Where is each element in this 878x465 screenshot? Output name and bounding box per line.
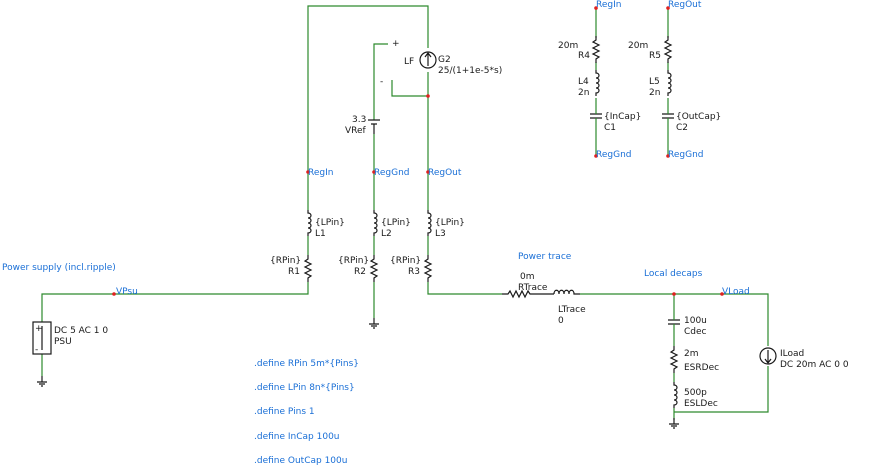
c1-name: C1 <box>604 123 616 133</box>
g2-tag: LF <box>404 57 414 67</box>
directive-lpin: .define LPin 8n*{Pins} <box>254 383 355 393</box>
directive-incap: .define InCap 100u <box>254 432 340 442</box>
label-power-supply: Power supply (incl.ripple) <box>2 263 116 273</box>
r3-name: R3 <box>408 267 420 277</box>
c1-capacitor <box>590 110 602 130</box>
directive-outcap: .define OutCap 100u <box>254 456 347 465</box>
ground-icon <box>668 417 680 429</box>
c2-name: C2 <box>676 123 688 133</box>
net-regout-top: RegOut <box>668 0 702 10</box>
r3-value: {RPin} <box>390 256 421 266</box>
esrdec-resistor <box>670 345 678 374</box>
r1-name: R1 <box>288 267 300 277</box>
ltrace-name: LTrace <box>558 305 586 315</box>
net-vpsu: VPsu <box>116 287 138 297</box>
l3-inductor <box>427 209 432 237</box>
wires <box>41 5 769 413</box>
net-vload: VLoad <box>722 287 750 297</box>
svg-text:+: + <box>35 324 43 334</box>
c2-capacitor <box>662 110 674 130</box>
psu-name: PSU <box>54 337 72 347</box>
l2-name: L2 <box>381 229 392 239</box>
l4-value: 2n <box>578 88 589 98</box>
svg-text:-: - <box>35 345 38 355</box>
cdec-name: Cdec <box>684 327 707 337</box>
net-reggnd-c1: RegGnd <box>596 150 632 160</box>
l2-value: {LPin} <box>381 218 411 228</box>
rtrace-name: RTrace <box>518 283 548 293</box>
label-power-trace: Power trace <box>518 252 572 262</box>
vref-name: VRef <box>345 126 367 136</box>
l1-name: L1 <box>315 229 326 239</box>
l2-inductor <box>373 209 378 237</box>
r4-name: R4 <box>578 51 590 61</box>
r2-resistor <box>370 254 378 283</box>
ground-icon <box>36 375 48 387</box>
iload-value: DC 20m AC 0 0 <box>780 360 849 370</box>
net-reggnd: RegGnd <box>374 168 410 178</box>
vref-source <box>368 119 380 134</box>
esldec-value: 500p <box>684 388 707 398</box>
esrdec-value: 2m <box>684 349 699 359</box>
c1-value: {InCap} <box>604 112 641 122</box>
cdec-value: 100u <box>684 316 707 326</box>
r5-resistor <box>664 35 672 64</box>
l1-value: {LPin} <box>315 218 345 228</box>
r5-name: R5 <box>649 51 661 61</box>
l4-name: L4 <box>578 77 589 87</box>
l3-name: L3 <box>435 229 446 239</box>
c2-value: {OutCap} <box>676 112 721 122</box>
directive-pins: .define Pins 1 <box>254 407 315 417</box>
r4-resistor <box>592 35 600 64</box>
r1-value: {RPin} <box>270 256 301 266</box>
svg-text:-: - <box>380 77 383 87</box>
directive-rpin: .define RPin 5m*{Pins} <box>254 359 359 369</box>
net-reggnd-c2: RegGnd <box>668 150 704 160</box>
net-regin: RegIn <box>308 168 333 178</box>
g2-source: + - <box>380 39 437 87</box>
l3-value: {LPin} <box>435 218 465 228</box>
ltrace-value: 0 <box>558 316 564 326</box>
psu-value: DC 5 AC 1 0 <box>54 326 108 336</box>
l5-value: 2n <box>649 88 660 98</box>
r2-name: R2 <box>354 267 366 277</box>
ltrace-inductor <box>553 289 580 295</box>
iload-name: ILoad <box>780 349 804 359</box>
l1-inductor <box>307 209 312 237</box>
esldec-name: ESLDec <box>684 399 718 409</box>
r2-value: {RPin} <box>338 256 369 266</box>
l4-inductor <box>595 69 600 97</box>
cdec-capacitor <box>668 312 680 332</box>
l5-inductor <box>667 69 672 97</box>
r5-value: 20m <box>628 41 648 51</box>
g2-value: 25/(1+1e-5*s) <box>438 66 502 76</box>
r3-resistor <box>424 254 432 283</box>
net-regout: RegOut <box>428 168 462 178</box>
l5-name: L5 <box>649 77 660 87</box>
net-regin-top: RegIn <box>596 0 621 10</box>
esrdec-name: ESRDec <box>684 363 719 373</box>
vref-value: 3.3 <box>352 115 366 125</box>
r4-value: 20m <box>558 41 578 51</box>
rtrace-resistor <box>502 289 554 299</box>
iload-source <box>759 347 777 365</box>
ground-icon <box>368 317 380 329</box>
junction-dots <box>112 6 724 296</box>
esldec-inductor <box>673 381 678 409</box>
label-local-decaps: Local decaps <box>644 269 703 279</box>
r1-resistor <box>304 254 312 283</box>
rtrace-value: 0m <box>520 272 535 282</box>
psu-source: + - <box>32 321 52 355</box>
g2-name: G2 <box>438 55 451 65</box>
svg-text:+: + <box>392 39 400 49</box>
